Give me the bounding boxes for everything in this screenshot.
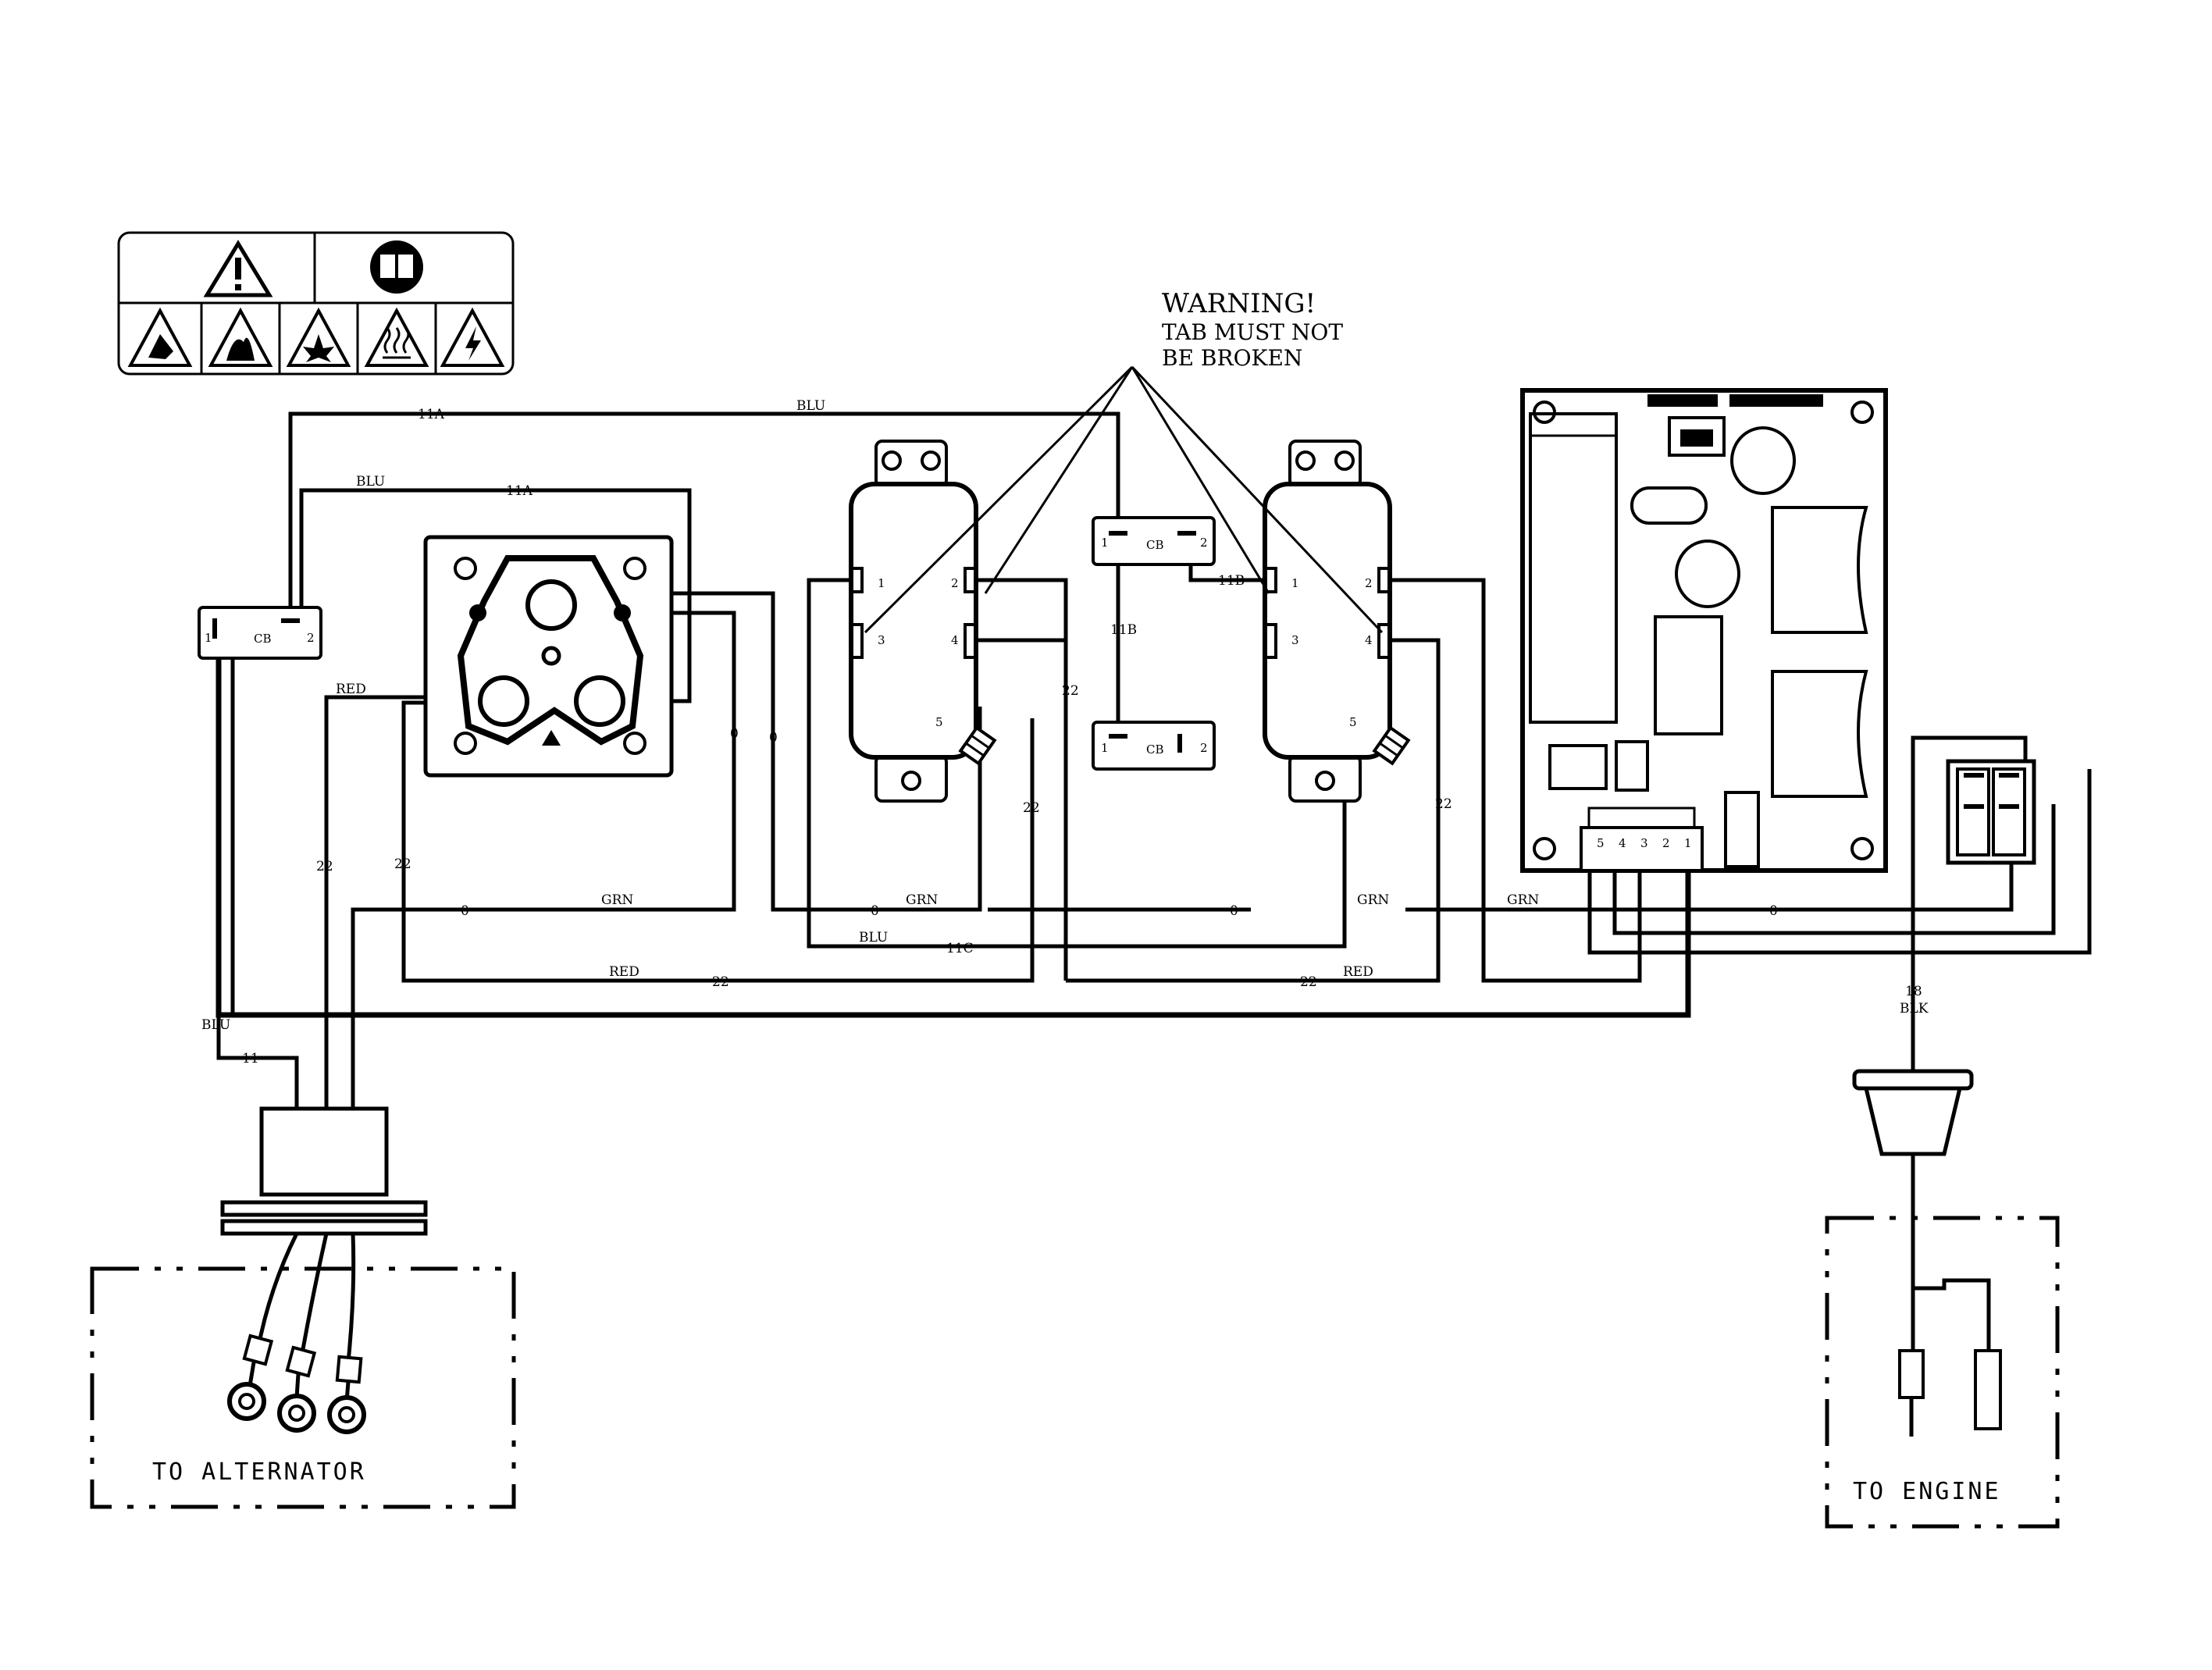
rec2-pin5: 5 xyxy=(1349,715,1357,729)
label-red-bottom: RED xyxy=(609,964,639,980)
label-11-left: 11 xyxy=(242,1051,259,1066)
duplex-receptacle-2: 1 2 3 4 5 xyxy=(1263,440,1411,803)
rec2-pin1: 1 xyxy=(1291,576,1299,590)
circuit-breaker-middle: 1 2 CB xyxy=(1092,721,1216,771)
engine-label: TO ENGINE xyxy=(1853,1478,2001,1505)
label-22-a: 22 xyxy=(316,859,333,874)
circuit-breaker-left: 1 2 CB xyxy=(198,606,322,660)
cb-mid-label: CB xyxy=(1146,742,1164,757)
engine-box: TO ENGINE xyxy=(1825,1216,2060,1529)
control-board: 5 4 3 2 1 xyxy=(1520,388,1888,873)
label-grn-1: GRN xyxy=(601,892,633,908)
label-11b-h: 11B xyxy=(1218,573,1245,589)
label-22-b: 22 xyxy=(394,856,411,872)
connector-pin-2: 2 xyxy=(1662,836,1670,850)
cb-top-pin2: 2 xyxy=(1200,536,1208,550)
warning-triangle-icon xyxy=(203,240,273,297)
connector-pin-1: 1 xyxy=(1684,836,1692,850)
fire-icon xyxy=(208,307,273,367)
label-0-gen-row: 0 xyxy=(461,903,469,919)
rec2-pin3: 3 xyxy=(1291,633,1299,647)
circuit-breaker-top: 1 2 CB xyxy=(1092,516,1216,566)
safety-label xyxy=(117,231,515,376)
label-11a-second: 11A xyxy=(506,483,533,499)
alternator-box: TO ALTERNATOR xyxy=(90,1266,516,1509)
warning-title: WARNING! xyxy=(1162,288,1316,319)
rec2-pin4: 4 xyxy=(1365,633,1373,647)
label-0-d: 0 xyxy=(1230,903,1238,919)
cb-mid-pin1: 1 xyxy=(1101,741,1109,755)
rec2-pin2: 2 xyxy=(1365,576,1373,590)
label-blu-left: BLU xyxy=(201,1017,230,1033)
alternator-plug xyxy=(220,1106,428,1434)
label-blu-top: BLU xyxy=(796,398,825,414)
cb-mid-pin2: 2 xyxy=(1200,741,1208,755)
label-22-bottom-a: 22 xyxy=(712,974,729,990)
cb-left-pin1: 1 xyxy=(205,631,212,645)
label-11a-top: 11A xyxy=(418,407,445,422)
rec1-pin1: 1 xyxy=(878,576,885,590)
label-red-right: RED xyxy=(1343,964,1373,980)
label-grn-4: GRN xyxy=(1507,892,1539,908)
label-grn-2: GRN xyxy=(906,892,938,908)
label-22-right: 22 xyxy=(1435,796,1452,812)
cb-left-label: CB xyxy=(254,632,272,646)
cb-top-pin1: 1 xyxy=(1101,536,1109,550)
label-11c: 11C xyxy=(946,941,974,956)
rec1-pin2: 2 xyxy=(951,576,959,590)
hot-surface-icon xyxy=(364,307,429,367)
rec1-pin4: 4 xyxy=(951,633,959,647)
label-22-mid-a: 22 xyxy=(1062,683,1079,699)
connector-pin-5: 5 xyxy=(1597,836,1605,850)
wire-labels: 11A BLU BLU 11A RED 22 22 0 0 0 GRN 0 GR… xyxy=(201,398,1929,1066)
rec1-pin3: 3 xyxy=(878,633,885,647)
twist-lock-receptacle xyxy=(423,535,674,778)
cb-top-label: CB xyxy=(1146,538,1164,552)
connector-pin-3: 3 xyxy=(1640,836,1648,850)
label-0-a: 0 xyxy=(730,726,739,742)
engine-grommet xyxy=(1852,1069,1974,1280)
label-red-left: RED xyxy=(336,682,366,697)
label-0-b: 0 xyxy=(769,730,778,746)
rec1-pin5: 5 xyxy=(935,715,943,729)
label-blu-second: BLU xyxy=(356,474,385,490)
connector-pin-4: 4 xyxy=(1619,836,1626,850)
warning-line1: TAB MUST NOT xyxy=(1162,319,1343,345)
label-18: 18 xyxy=(1905,984,1922,999)
label-22-mid-b: 22 xyxy=(1023,800,1040,816)
label-grn-3: GRN xyxy=(1357,892,1389,908)
warning-callout: WARNING! TAB MUST NOT BE BROKEN xyxy=(864,288,1384,634)
alternator-label: TO ALTERNATOR xyxy=(152,1458,366,1486)
label-0-e: 0 xyxy=(1769,903,1778,919)
electric-shock-icon xyxy=(440,307,505,367)
label-11b-v: 11B xyxy=(1110,622,1137,638)
label-blk: BLK xyxy=(1900,1001,1929,1017)
warning-line2: BE BROKEN xyxy=(1162,345,1302,371)
read-manual-icon xyxy=(370,240,423,294)
label-blu-mid: BLU xyxy=(859,930,888,945)
label-22-bottom-b: 22 xyxy=(1300,974,1317,990)
switch xyxy=(1946,759,2036,865)
poison-gas-icon xyxy=(127,307,193,367)
label-0-c: 0 xyxy=(871,903,879,919)
duplex-receptacle-1: 1 2 3 4 5 xyxy=(849,440,997,803)
explosion-icon xyxy=(286,307,351,367)
cb-left-pin2: 2 xyxy=(307,631,315,645)
